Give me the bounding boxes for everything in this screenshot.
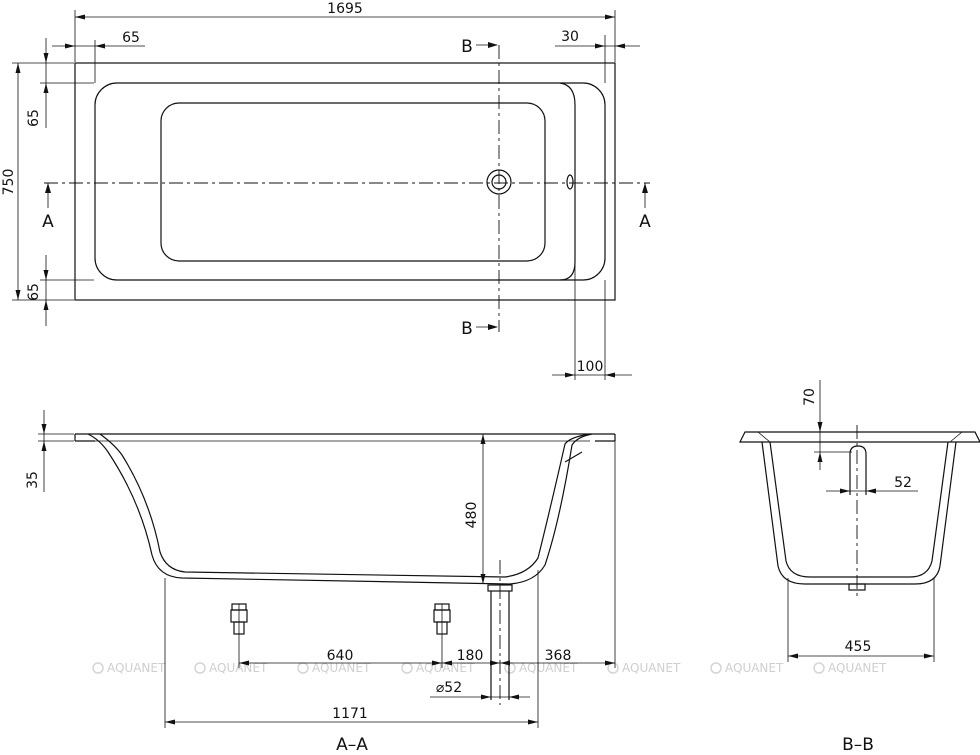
dim-rim-bottom-label: 65: [26, 283, 42, 301]
dim-drain-diameter-label: ⌀52: [436, 680, 462, 696]
bb-rim: [739, 431, 980, 443]
watermark-text: AQUANET: [828, 661, 887, 675]
arrow: [43, 83, 49, 93]
arrow: [817, 422, 823, 432]
section-marker-b-top: B: [461, 37, 473, 57]
arrow: [480, 434, 486, 444]
arrow: [432, 660, 442, 666]
arrow: [15, 290, 21, 300]
section-aa-title: A–A: [336, 735, 368, 755]
arrow: [605, 14, 615, 20]
watermark-text: AQUANET: [416, 661, 475, 675]
watermark-text: AQUANET: [622, 661, 681, 675]
arrow: [165, 719, 175, 725]
arrow: [95, 43, 105, 49]
dim-feet-spacing-label: 640: [327, 648, 354, 664]
arrow: [75, 14, 85, 20]
plan-basin-outline: [94, 82, 606, 281]
aa-shell-inner: [99, 433, 591, 578]
watermark-1: AQUANET: [92, 661, 166, 675]
bb-rim-inner-right: [949, 431, 963, 443]
plan-basin-step: [559, 82, 576, 281]
section-aa-view: 35 480 640 180 368 ⌀52 1171 A–A: [25, 410, 616, 755]
bb-shell-inner: [769, 441, 949, 578]
dim-base-length-label: 1171: [332, 706, 368, 722]
arrow: [41, 441, 47, 451]
dim-width-label: 750: [1, 169, 17, 196]
arrow: [642, 183, 648, 193]
arrow: [840, 488, 850, 494]
watermark-7: AQUANET: [710, 661, 784, 675]
dim-depth-label: 480: [464, 502, 480, 529]
arrow: [45, 183, 51, 193]
arrow: [442, 660, 452, 666]
arrow: [488, 324, 498, 330]
aa-overflow-tick: [564, 451, 583, 463]
plan-view: 1695 65 30 750 65 65: [1, 1, 651, 380]
watermark-row: AQUANET AQUANET AQUANET AQUANET AQUANET …: [92, 661, 887, 675]
arrow: [65, 43, 75, 49]
arrow: [615, 43, 625, 49]
arrow: [500, 660, 510, 666]
arrow: [490, 660, 500, 666]
dim-edge-right-label: 30: [561, 29, 579, 45]
watermark-text: AQUANET: [107, 661, 166, 675]
section-marker-b-bottom: B: [461, 319, 473, 339]
watermark-8: AQUANET: [813, 661, 887, 675]
arrow: [565, 372, 575, 378]
bb-rim-inner-left: [757, 431, 771, 443]
plan-overflow: [566, 174, 574, 190]
arrow: [41, 424, 47, 434]
arrow: [481, 694, 491, 700]
bb-shell-outline: [761, 441, 957, 585]
dim-bb-drain-label: 52: [894, 475, 912, 491]
arrow: [15, 63, 21, 73]
arrow: [924, 653, 934, 659]
dim-length-label: 1695: [327, 1, 363, 17]
arrow: [595, 43, 605, 49]
plan-basin-floor: [160, 102, 546, 262]
arrow: [866, 488, 876, 494]
plan-outer-rim: [74, 62, 616, 301]
section-bb-view: 70 52 455 B–B: [739, 380, 980, 755]
dim-drain-end-label: 368: [545, 648, 572, 664]
arrow: [239, 660, 249, 666]
arrow: [509, 694, 519, 700]
watermark-text: AQUANET: [519, 661, 578, 675]
arrow: [480, 574, 486, 584]
watermark-2: AQUANET: [194, 661, 268, 675]
aa-foot-right: [433, 603, 451, 668]
arrow: [605, 372, 615, 378]
arrow: [43, 300, 49, 310]
watermark-text: AQUANET: [312, 661, 371, 675]
dim-rim-top-label: 65: [26, 109, 42, 127]
dim-edge-left-label: 65: [122, 30, 140, 46]
dim-bb-rim-label: 70: [802, 388, 818, 406]
bb-overflow-pipe: [849, 445, 867, 495]
aa-shell-outline: [87, 433, 593, 585]
arrow: [488, 42, 498, 48]
arrow: [43, 270, 49, 280]
watermark-text: AQUANET: [209, 661, 268, 675]
section-bb-title: B–B: [842, 735, 874, 755]
section-marker-a-right: A: [639, 212, 651, 232]
arrow: [43, 53, 49, 63]
arrow: [605, 660, 615, 666]
watermark-6: AQUANET: [607, 661, 681, 675]
aa-foot-left: [230, 603, 248, 668]
arrow: [817, 452, 823, 462]
dim-drain-pos-label: 180: [457, 648, 484, 664]
arrow: [788, 653, 798, 659]
dim-drain-offset-label: 100: [577, 359, 604, 375]
watermark-text: AQUANET: [725, 661, 784, 675]
section-marker-a-left: A: [42, 212, 54, 232]
arrow: [528, 719, 538, 725]
dim-rim-height-label: 35: [25, 471, 41, 489]
dim-bb-base-label: 455: [845, 639, 872, 655]
